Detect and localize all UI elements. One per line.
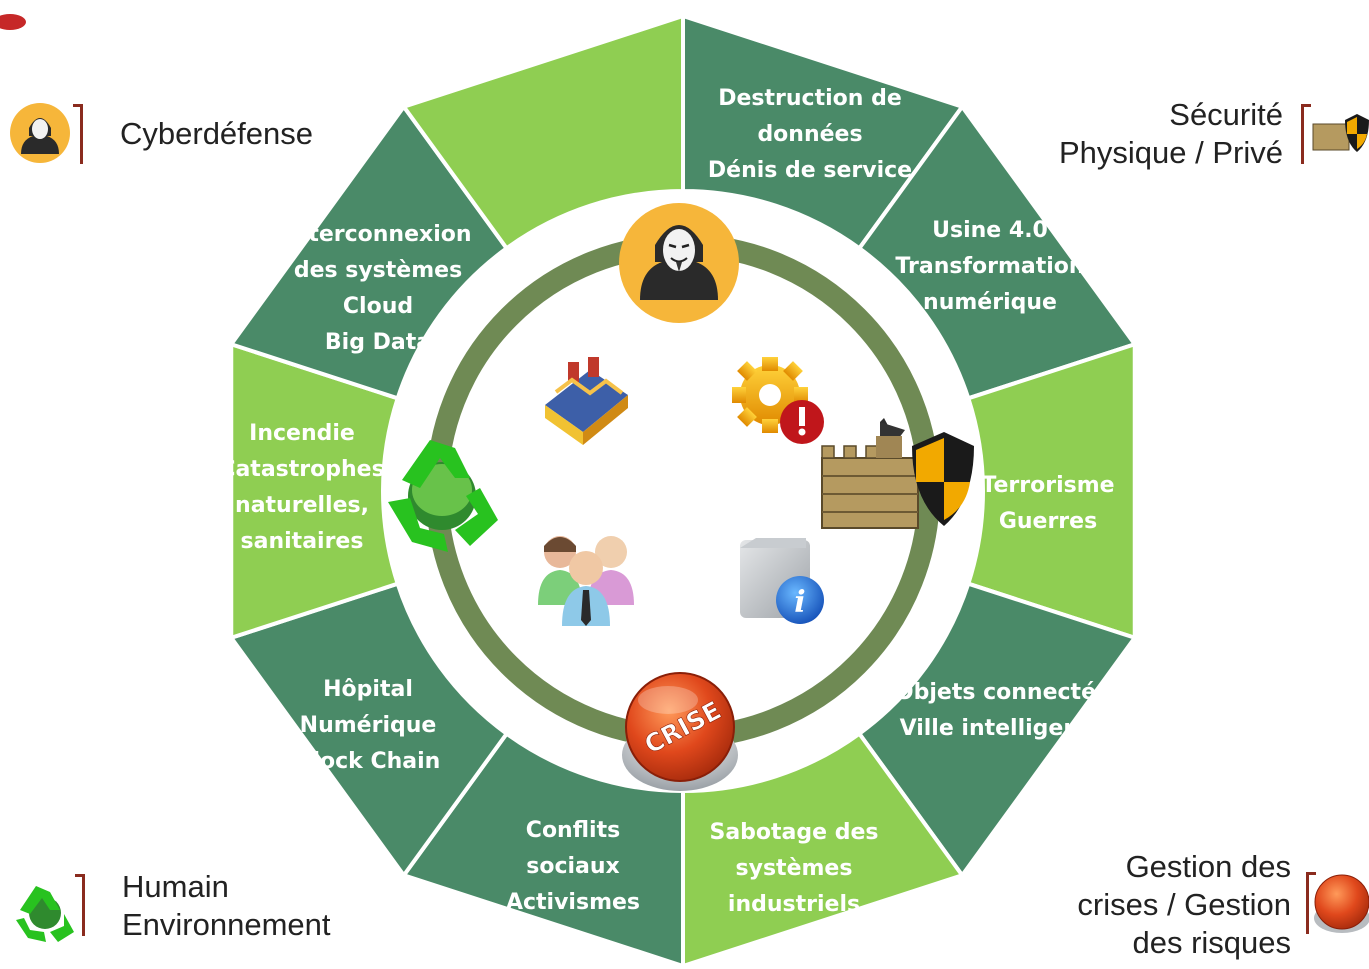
wheel-segment [965,341,1137,641]
folder-info-icon: i [740,538,824,624]
physique-corner-icon [1311,104,1369,154]
segment-label-line: Numérique [300,713,437,738]
segment-label-line: Catastrophes [219,457,384,482]
segment-label-line: Dénis de service [708,158,912,183]
crise-button: CRISE [622,672,738,791]
crise-button-icon [1314,874,1369,933]
crise-corner-icon [1312,870,1369,934]
factory-icon [545,357,628,445]
segment-label-line: Destruction de [718,86,902,111]
humain-label: Humain Environnement [122,868,331,944]
segment-label-line: Terrorisme [981,473,1114,498]
segment-label-line: des systèmes [294,258,462,283]
segment-label-line: Interconnexion [284,222,471,247]
physique-line1: Sécurité [1169,97,1283,132]
physique-bracket [1301,104,1311,164]
segment-label-line: industriels [728,892,860,917]
segment-label-line: Big Data [325,330,431,355]
segment-label-line: Guerres [999,509,1097,534]
humain-bracket [75,874,85,936]
crise-bracket [1306,872,1316,934]
segment-label-line: Transformation [895,254,1084,279]
wheel-segment [856,103,1138,401]
cyber-bracket [73,104,83,164]
segment-label-line: Incendie [249,421,355,446]
segment-label-line: sociaux [526,854,620,879]
humain-line2: Environnement [122,907,331,942]
red-mark [0,14,26,30]
segment-label-line: Block Chain [296,749,441,774]
segment-label-line: données [757,122,862,147]
physique-line2: Physique / Privé [1059,135,1283,170]
wheel-segment [229,341,401,641]
segment-label: Sabotage des systèmes industriels [709,820,878,917]
segment-label-line: Hôpital [323,677,413,702]
recycle-globe-icon [16,886,74,942]
people-icon [538,536,634,626]
hacker-icon [619,203,739,323]
segment-label-line: Conflits [526,818,620,843]
segment-label-line: Ville intelligente [900,716,1105,741]
segment-label-line: sanitaires [241,529,364,554]
wheel-segment [228,103,510,401]
wheel-segment [400,13,685,252]
cyber-label: Cyberdéfense [120,116,314,151]
fortress-shield-icon [1312,114,1369,152]
segment-label-line: systèmes [736,856,853,881]
segment-label-line: Cloud [343,294,413,319]
segment-label-line: Activismes [506,890,640,915]
gear-alert-icon [732,357,824,444]
segment-label-line: Usine 4.0 [932,218,1048,243]
humain-corner-icon [14,880,76,942]
humain-line1: Humain [122,869,229,904]
wheel-segment [400,730,685,969]
fortress-shield-icon [821,418,974,529]
segment-label-line: naturelles, [235,493,369,518]
wheel-segment [681,13,966,252]
svg-text:i: i [794,585,805,620]
outer-ring-segments: IntelligenceEconomiqueEspionnageVolDestr… [219,13,1138,969]
crise-line3: des risques [1132,925,1291,960]
segment-label-line: Sabotage des [709,820,878,845]
crise-label: Gestion des crises / Gestion des risques [1077,848,1291,962]
physique-label: Sécurité Physique / Privé [1059,96,1283,172]
wheel-segment [681,730,966,969]
hacker-icon [10,103,70,163]
segment-label-line: Objets connectés [895,680,1109,705]
recycle-globe-icon [388,440,498,552]
cyber-corner-icon [9,102,71,164]
segment-label-line: numérique [923,290,1057,315]
crise-line2: crises / Gestion [1077,887,1291,922]
crise-line1: Gestion des [1125,849,1291,884]
wheel-segment [228,581,510,879]
wheel-segment [856,581,1138,879]
